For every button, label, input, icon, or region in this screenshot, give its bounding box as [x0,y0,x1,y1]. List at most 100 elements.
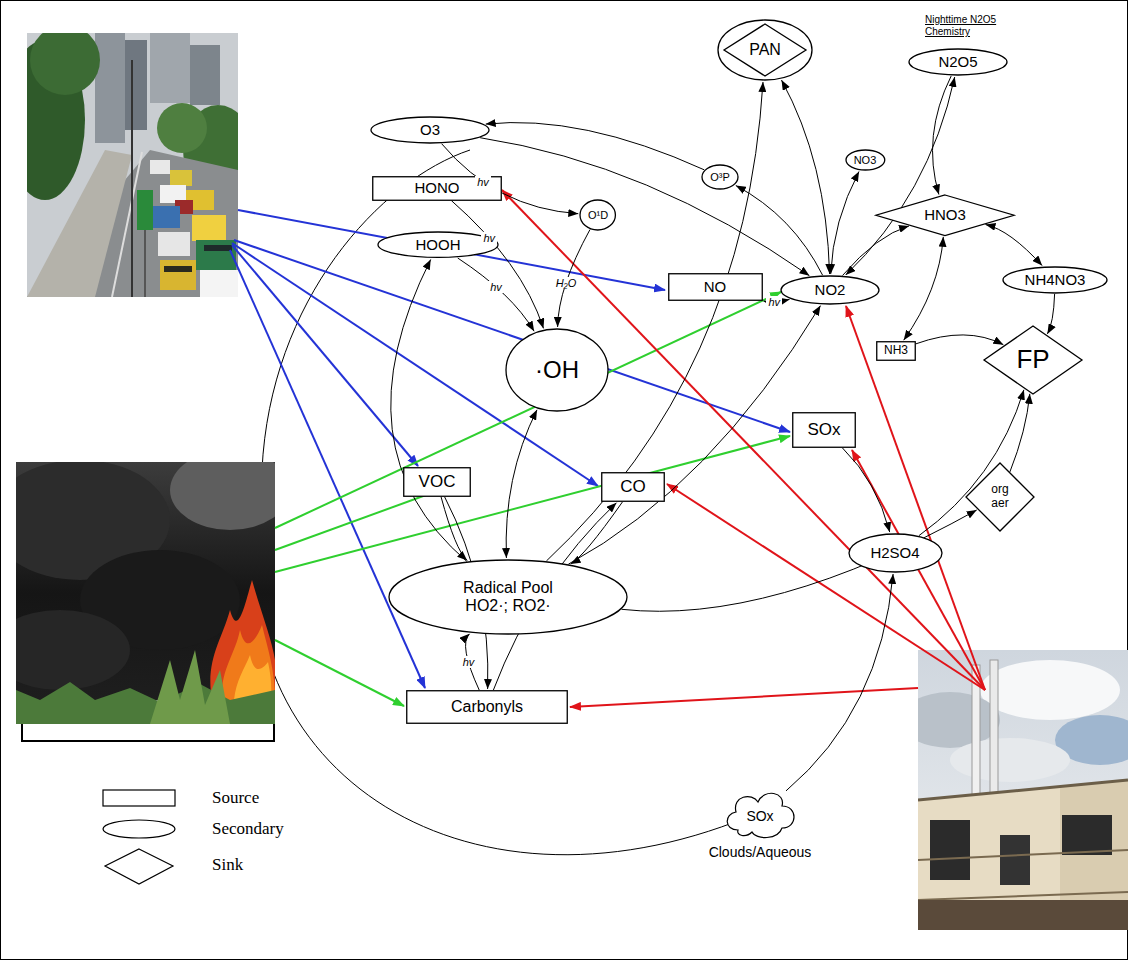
secondary-ellipse: ·OH [505,328,609,412]
node-shape [404,468,471,497]
traffic-photo [27,33,238,297]
source-box: NO [668,273,763,301]
node-shape [407,691,568,724]
secondary-ellipse: Radical PoolHO2·; RO2· [388,559,628,635]
illustration-part [918,892,1128,900]
node-shape [849,534,942,572]
node-shape [506,329,608,411]
secondary-ellipse: NH4NO3 [1002,266,1108,294]
illustration-part [158,232,190,256]
reaction-arrow [933,76,952,195]
reaction-arrow [831,172,859,275]
sink-node: PAN [717,19,813,81]
node-shape [909,49,1007,75]
photo-frame [22,724,274,741]
background-arcs [252,150,735,855]
illustration-part [103,820,175,838]
legend-text: Source [212,788,259,808]
reaction-arrow [736,186,823,276]
cloud-outline: SOx [720,784,800,842]
node-text: ·OH [535,356,579,384]
illustration-part [1000,835,1030,885]
illustration-part [275,292,781,528]
source-box: SOx [792,412,856,448]
note-label: Nighttime N2O5 Chemistry [925,14,1011,38]
illustration-part [204,245,232,251]
legend-samples [103,790,175,884]
secondary-ellipse: N2O5 [908,48,1008,76]
node-text: HOOH [416,236,461,253]
illustration-part [170,170,192,186]
cloud-path [727,793,794,837]
secondary-ellipse: H2SO4 [848,533,943,573]
sink-diamond: FP [983,325,1083,395]
legend-text: Secondary [212,819,284,839]
reaction-arrow [846,77,955,275]
node-shape [668,274,762,301]
node-text: N2O5 [938,53,977,70]
source-box: Carbonyls [406,690,568,724]
cloud-node: SOxClouds/Aqueous [695,782,825,862]
node-shape [702,165,738,189]
reaction-arrow [986,225,1043,266]
illustration-part [131,60,133,297]
illustration-part [157,103,207,153]
illustration-part [192,215,226,241]
node-shape [984,326,1082,394]
node-shape [781,276,879,304]
illustration-part [150,206,180,228]
illustration-part [137,190,153,230]
sink-diamond: org aer [965,462,1035,532]
illustration-part [150,650,230,724]
legend-text: Sink [212,855,243,875]
reaction-arrow [1010,394,1030,472]
source-box: NH3 [876,341,916,361]
node-shape [846,150,885,170]
fire-arrows [275,292,790,706]
illustration-part [144,230,146,297]
illustration-part [150,33,190,103]
illustration-part [918,900,1128,930]
source-box: CO [601,472,665,502]
illustration-part [918,780,1128,800]
reaction-arrow [391,260,467,562]
node-text: NO3 [854,154,877,167]
illustration-part [196,240,236,270]
edge-label: H₂O [554,277,579,289]
secondary-ellipse: O3 [370,116,490,144]
secondary-ellipse: NO3 [845,149,886,171]
illustration-part [570,688,918,707]
illustration-part [275,436,790,572]
node-text: H2SO4 [870,544,919,561]
illustration-part [190,45,220,105]
reaction-arrow [843,448,890,532]
node-shape [966,463,1034,531]
node-shape [1003,267,1107,293]
illustration-part [230,250,425,688]
node-shape [876,195,1014,236]
illustration-part [918,850,1128,860]
illustration-part [150,160,170,174]
illustration-part [164,266,192,272]
edge-label: hv [461,656,477,668]
node-text: HONO [415,179,460,196]
illustration-part [918,780,1128,930]
reaction-arrow [786,574,893,791]
illustration-part [980,660,1120,720]
node-text: O3 [420,121,440,138]
illustration-part [1062,815,1112,855]
reaction-arrow [458,258,534,331]
reaction-arrow [904,237,944,340]
node-text: FP [1016,345,1049,375]
node-text: NO [704,278,727,295]
reaction-arrow [843,226,910,276]
node-text: CO [620,477,646,497]
node-text: VOC [419,472,456,492]
reaction-arrow [451,201,543,329]
reaction-arrow [916,335,1003,345]
illustration-part [667,484,985,690]
reaction-arrow [546,82,763,561]
illustration-part [930,820,970,880]
